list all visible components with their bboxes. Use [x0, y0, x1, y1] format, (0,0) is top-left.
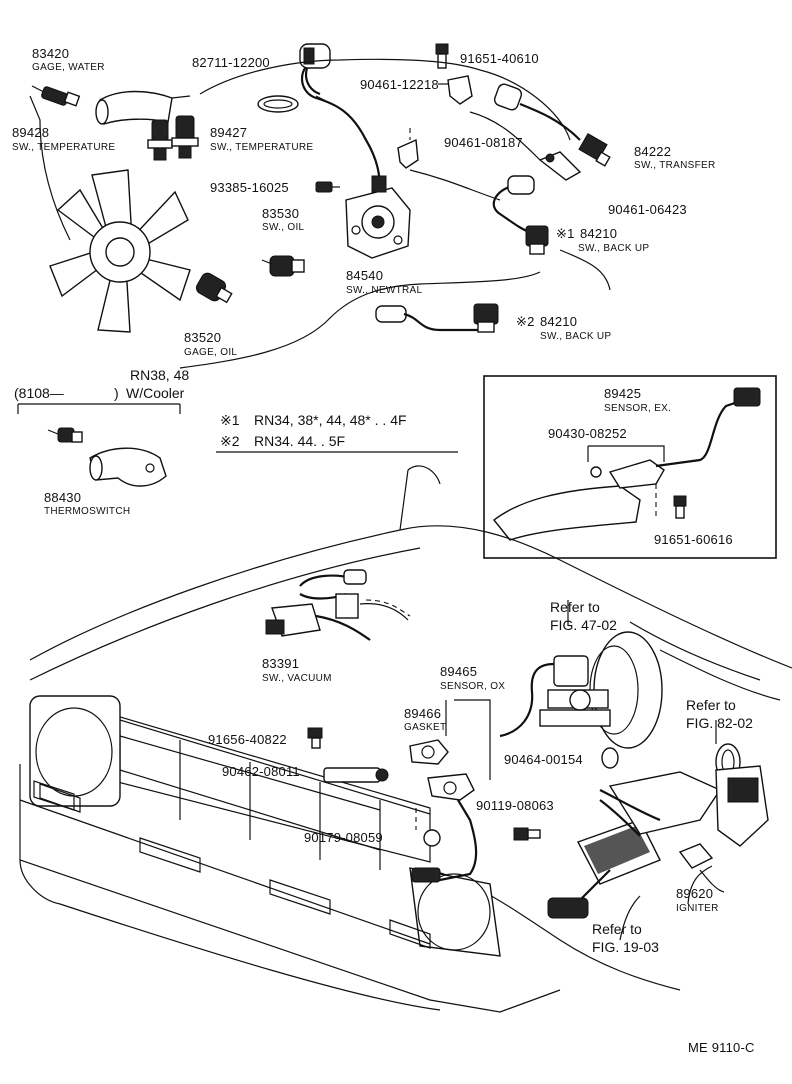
part-description: SW., TRANSFER — [634, 160, 716, 171]
part-description: THERMOSWITCH — [44, 506, 130, 517]
part-mark: ※2 — [516, 314, 535, 329]
part-number: 90179-08059 — [304, 830, 383, 845]
clip-90461-06423 — [538, 151, 582, 181]
cooler-range-start: (8108— — [14, 385, 64, 401]
brake-booster — [499, 631, 663, 749]
part-number: 88430 — [44, 490, 81, 505]
part-description: SW., TEMPERATURE — [12, 142, 115, 153]
part-number: 90461-08187 — [444, 135, 523, 150]
part-number: 90119-08063 — [476, 798, 554, 813]
cooler-suffix: W/Cooler — [126, 385, 185, 401]
part-number: 90461-06423 — [608, 202, 687, 217]
part-number: 84222 — [634, 144, 671, 159]
clamp-90462 — [323, 767, 389, 783]
part-number: 84540 — [346, 268, 383, 283]
part-number: 83391 — [262, 656, 299, 671]
part-description: SW., VACUUM — [262, 673, 332, 684]
cooler-range-end: ) — [114, 385, 119, 401]
part-description: SW., NEWTRAL — [346, 285, 423, 296]
part-number: 89620 — [676, 886, 713, 901]
part-number: 93385-16025 — [210, 180, 289, 195]
part-number: 89466 — [404, 706, 441, 721]
part-number: 90430-08252 — [548, 426, 627, 441]
part-description: GAGE, WATER — [32, 62, 105, 73]
cooler-bracket — [17, 403, 181, 414]
part-number: 89465 — [440, 664, 477, 679]
note-text: RN34. 44. . 5F — [254, 433, 345, 449]
bolt-91656 — [307, 727, 323, 749]
part-number: 84210 — [540, 314, 577, 329]
back-up-switch-2 — [375, 303, 499, 333]
part-description: SW., TEMPERATURE — [210, 142, 313, 153]
oxygen-sensor-assembly — [409, 699, 491, 883]
clip-90461-12218 — [438, 75, 473, 105]
neutral-switch-body — [345, 175, 411, 259]
refer-to-line2: FIG. 19-03 — [592, 939, 659, 955]
refer-to-line1: Refer to — [550, 599, 600, 615]
thermoswitch-illustration — [47, 427, 167, 487]
refer-to-line2: FIG. 47-02 — [550, 617, 617, 633]
part-description: GASKET — [404, 722, 446, 733]
part-number: 90462-08011 — [222, 764, 300, 779]
part-description: SENSOR, OX — [440, 681, 505, 692]
diagram-code: ME 9110-C — [688, 1040, 755, 1055]
hose-clamp — [257, 95, 299, 113]
oil-gage-sender — [195, 272, 233, 304]
part-number: 82711-12200 — [192, 55, 270, 70]
part-description: SW., BACK UP — [540, 331, 611, 342]
part-number: 91656-40822 — [208, 732, 287, 747]
transfer-switch — [493, 83, 611, 167]
part-number: 83530 — [262, 206, 299, 221]
water-gage-sender — [31, 85, 81, 107]
bolt-91651-40610 — [435, 43, 449, 69]
model-outline — [29, 58, 611, 369]
part-number: 89425 — [604, 386, 641, 401]
clamp-90464 — [601, 747, 619, 769]
part-number: 84210 — [580, 226, 617, 241]
note-mark: ※2 — [220, 433, 240, 449]
temperature-switch-b — [171, 115, 199, 159]
leader-lines — [415, 600, 781, 941]
cooling-fan-illustration — [49, 169, 191, 333]
part-number: 91651-40610 — [460, 51, 539, 66]
part-number: 91651-60616 — [654, 532, 733, 547]
part-description: IGNITER — [676, 903, 719, 914]
part-description: SENSOR, EX. — [604, 403, 671, 414]
note-text: RN34, 38*, 44, 48* . . 4F — [254, 412, 407, 428]
back-up-switch-1 — [492, 175, 549, 255]
nut-90179 — [423, 829, 441, 847]
bracket-90461-08187 — [397, 128, 419, 169]
temperature-switch-a — [147, 119, 173, 161]
part-number: 90464-00154 — [504, 752, 583, 767]
stud-93385 — [315, 181, 340, 193]
part-number: 83520 — [184, 330, 221, 345]
part-description: SW., OIL — [262, 222, 305, 233]
vacuum-switch — [265, 569, 411, 641]
part-number: 89428 — [12, 125, 49, 140]
part-number: 90461-12218 — [360, 77, 439, 92]
refer-to-line1: Refer to — [592, 921, 642, 937]
refer-to-line1: Refer to — [686, 697, 736, 713]
vehicle-front-illustration — [19, 465, 792, 1013]
part-number: 89427 — [210, 125, 247, 140]
part-description: SW., BACK UP — [578, 243, 649, 254]
part-number: 83420 — [32, 46, 69, 61]
model-label: RN38, 48 — [130, 367, 189, 383]
oil-switch — [261, 255, 305, 277]
igniter-assembly — [547, 765, 769, 919]
refer-to-line2: FIG. 82-02 — [686, 715, 753, 731]
part-mark: ※1 — [556, 226, 575, 241]
bolt-90119 — [513, 827, 541, 841]
exhaust-sensor-inset — [483, 375, 777, 559]
neutral-switch-harness — [299, 43, 382, 191]
note-mark: ※1 — [220, 412, 240, 428]
part-description: GAGE, OIL — [184, 347, 237, 358]
